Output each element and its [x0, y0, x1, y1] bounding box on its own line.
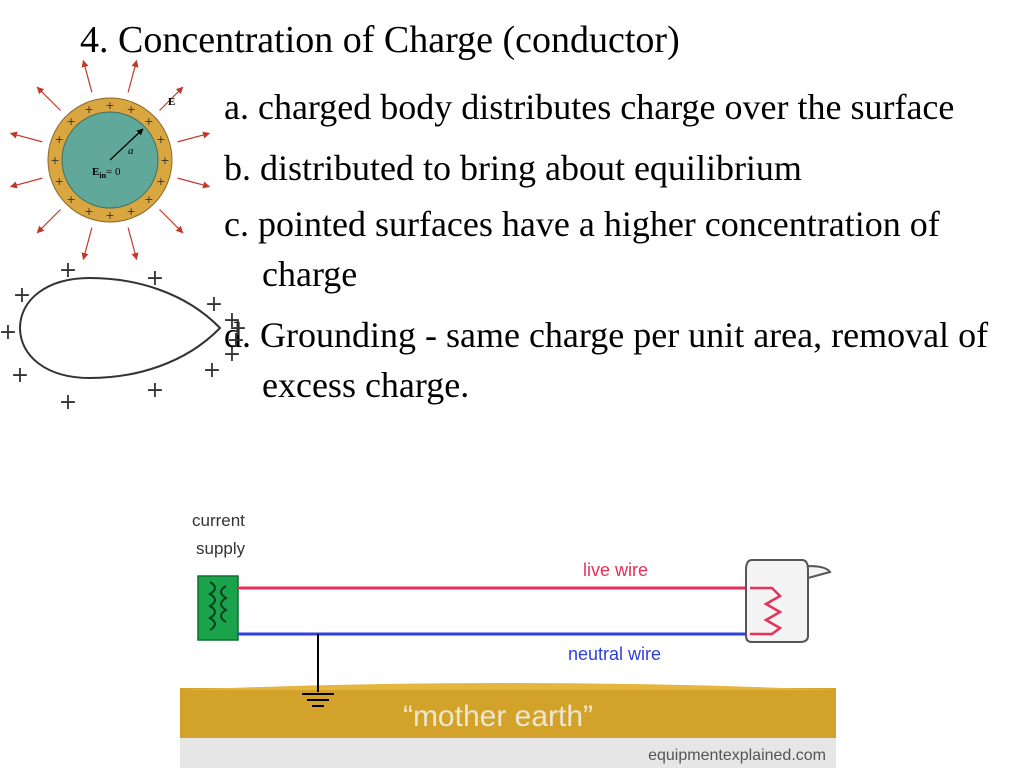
charged-sphere-figure: ++++++++++++++++ a E Ein= 0 — [9, 59, 211, 261]
bullet-b: b. distributed to bring about equilibriu… — [224, 148, 802, 188]
bullet-list: a. charged body distributes charge over … — [224, 82, 1014, 421]
surface-charge: + — [156, 175, 165, 188]
surface-charge: + — [84, 205, 93, 218]
surface-charge: + — [66, 115, 75, 128]
neutral-wire-label: neutral wire — [568, 644, 661, 664]
surface-charge: + — [126, 103, 135, 116]
teardrop-charge: + — [146, 378, 164, 403]
field-line — [127, 59, 139, 93]
field-line — [127, 227, 139, 261]
surface-charge: + — [55, 175, 64, 188]
field-line — [36, 209, 61, 234]
teardrop-charge: + — [227, 328, 245, 353]
surface-charge: + — [160, 154, 169, 167]
field-line — [159, 209, 184, 234]
teardrop-charge: + — [59, 258, 77, 283]
bullet-a: a. charged body distributes charge over … — [224, 87, 955, 127]
earth-label: “mother earth” — [403, 700, 593, 733]
supply-coil-box — [197, 575, 239, 641]
supply-coil-icon — [208, 581, 228, 631]
teardrop-charge: + — [0, 320, 17, 345]
earth-ground — [180, 688, 836, 743]
teardrop-charge: + — [203, 358, 221, 383]
field-lines — [9, 59, 211, 261]
teardrop-charges: +++++++++++++ — [0, 258, 247, 415]
teardrop-charge: + — [13, 283, 31, 308]
surface-charge: + — [126, 205, 135, 218]
surface-charge: + — [156, 133, 165, 146]
teardrop-charge: + — [146, 266, 164, 291]
field-line — [81, 59, 93, 93]
inner-field-label: Ein= 0 — [92, 166, 121, 180]
field-line — [9, 177, 43, 189]
teardrop-outline — [18, 276, 222, 380]
surface-charge: + — [84, 103, 93, 116]
surface-charge: + — [55, 133, 64, 146]
field-line — [159, 86, 184, 111]
radius-arrow — [109, 128, 144, 161]
radius-label: a — [128, 145, 134, 157]
field-label: E — [168, 96, 175, 108]
teardrop-charge: + — [223, 308, 241, 333]
field-line — [9, 131, 43, 143]
surface-charge: + — [105, 209, 114, 222]
surface-charge: + — [144, 115, 153, 128]
surface-charge: + — [105, 99, 114, 112]
surface-charge: + — [144, 193, 153, 206]
slide-title: 4. Concentration of Charge (conductor) — [80, 19, 680, 61]
watermark: equipmentexplained.com — [648, 747, 826, 764]
field-line — [177, 131, 211, 143]
field-line — [177, 177, 211, 189]
teardrop-charge: + — [205, 292, 223, 317]
live-wire-label: live wire — [583, 560, 648, 580]
surface-charge: + — [66, 193, 75, 206]
grounding-diagram: “mother earth” equipmentexplained.com cu… — [180, 500, 836, 768]
surface-charge: + — [50, 154, 59, 167]
teardrop-conductor-figure: +++++++++++++ — [0, 258, 247, 415]
teardrop-charge: + — [229, 316, 247, 341]
surface-charges: ++++++++++++++++ — [50, 99, 169, 222]
ground-symbol-icon — [302, 693, 334, 707]
bullet-d: d. Grounding - same charge per unit area… — [224, 315, 989, 405]
watermark-band — [180, 738, 836, 768]
field-line — [36, 86, 61, 111]
teardrop-charge: + — [11, 363, 29, 388]
supply-label-1: current — [192, 511, 245, 530]
supply-label-2: supply — [196, 539, 246, 558]
teardrop-charge: + — [223, 342, 241, 367]
field-line — [81, 227, 93, 261]
heating-element-icon — [750, 586, 783, 636]
bullet-c: c. pointed surfaces have a higher concen… — [224, 204, 940, 294]
teardrop-charge: + — [59, 390, 77, 415]
